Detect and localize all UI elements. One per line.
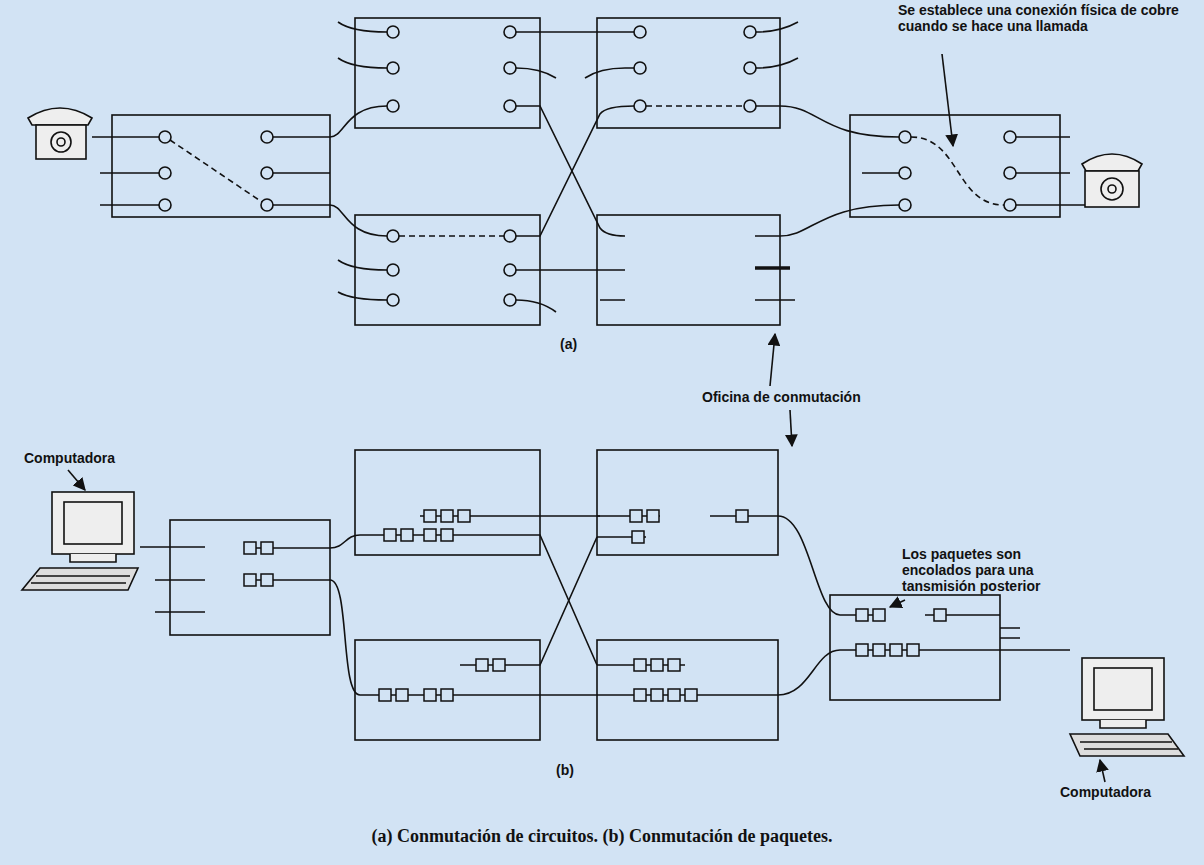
device-label: Computadora xyxy=(22,450,117,466)
leader-arrow xyxy=(68,470,85,490)
telephone-icon xyxy=(28,108,92,159)
switch-office xyxy=(112,115,330,217)
leader-arrow xyxy=(942,54,953,146)
switch-office xyxy=(597,18,780,128)
callout-note: Oficina de conmutación xyxy=(700,389,863,405)
switch-office xyxy=(850,115,1060,217)
figure-tag: (a) xyxy=(558,336,579,352)
callout-note: Se establece una conexión física de cobr… xyxy=(896,2,1192,34)
switch-office xyxy=(597,450,778,555)
packet-queue xyxy=(244,510,946,701)
leader-arrow xyxy=(790,410,792,446)
switch-office xyxy=(170,520,330,635)
switch-office xyxy=(830,595,1000,700)
device-label: Computadora xyxy=(1058,784,1153,800)
switch-office xyxy=(355,18,540,128)
computer-icon xyxy=(22,492,138,590)
figure-caption: (a) Conmutación de circuitos. (b) Conmut… xyxy=(0,826,1204,847)
leader-arrow xyxy=(890,600,905,607)
leader-arrow xyxy=(1100,760,1105,782)
callout-note: Los paquetes son encolados para una tans… xyxy=(900,546,1074,594)
leader-arrow xyxy=(770,334,775,386)
switch-office xyxy=(355,450,540,555)
telephone-icon xyxy=(1082,154,1142,207)
switch-office xyxy=(597,640,778,740)
computer-icon xyxy=(1070,658,1184,756)
figure-tag: (b) xyxy=(554,762,576,778)
switch-office xyxy=(355,640,540,740)
